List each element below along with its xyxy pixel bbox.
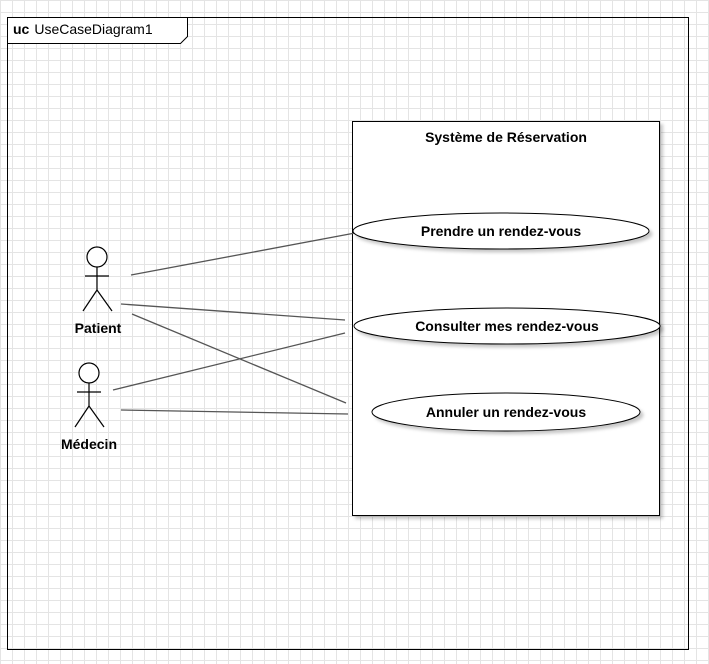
use-case-label: Annuler un rendez-vous — [426, 404, 586, 420]
use-case-label: Consulter mes rendez-vous — [415, 318, 599, 334]
associations — [112, 232, 356, 415]
frame-keyword: uc — [13, 21, 30, 37]
association-patient-prendre[interactable] — [130, 232, 356, 276]
association-patient-consulter[interactable] — [120, 303, 346, 321]
actor-patient[interactable]: Patient — [75, 246, 122, 336]
stick-figure-icon — [74, 362, 105, 428]
association-medecin-consulter[interactable] — [112, 332, 346, 391]
system-title: Système de Réservation — [425, 129, 587, 145]
use-case-prendre[interactable]: Prendre un rendez-vous — [352, 212, 650, 250]
use-case-consulter[interactable]: Consulter mes rendez-vous — [353, 307, 661, 345]
frame-title: UseCaseDiagram1 — [34, 21, 152, 37]
actor-label: Patient — [75, 320, 122, 336]
use-case-label: Prendre un rendez-vous — [421, 223, 581, 239]
stick-figure-icon — [82, 246, 113, 312]
use-case-annuler[interactable]: Annuler un rendez-vous — [371, 392, 641, 432]
actor-label: Médecin — [61, 436, 117, 452]
association-medecin-annuler[interactable] — [120, 409, 349, 415]
actor-medecin[interactable]: Médecin — [61, 362, 117, 452]
